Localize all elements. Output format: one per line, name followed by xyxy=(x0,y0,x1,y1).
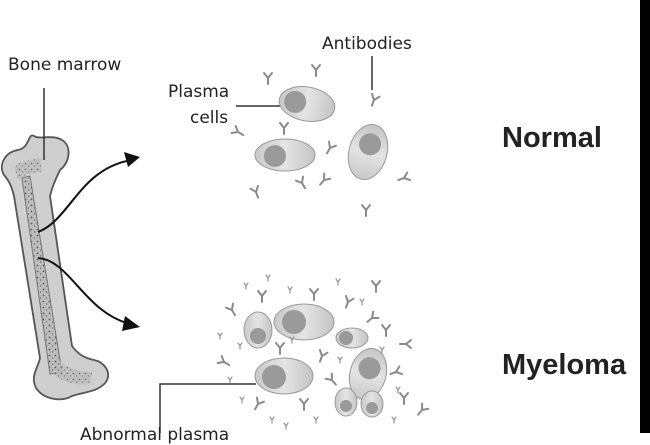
abnormal-plasma-label: Abnormal plasma xyxy=(80,425,230,445)
femur-bone xyxy=(0,134,109,401)
antibodies-label: Antibodies xyxy=(322,34,412,54)
abnormal-leader xyxy=(159,383,256,433)
myeloma-cells xyxy=(243,303,388,418)
bone-marrow-label: Bone marrow xyxy=(8,55,122,75)
myeloma-antibodies xyxy=(216,274,430,430)
plasma-label-line1: Plasma xyxy=(168,82,230,102)
plasma-label-line2: cells xyxy=(190,108,229,128)
arrow-to-myeloma xyxy=(37,257,140,331)
diagram-drawing xyxy=(0,56,430,433)
normal-label: Normal xyxy=(502,122,602,154)
right-edge-bar xyxy=(640,0,650,433)
myeloma-label: Myeloma xyxy=(502,349,627,381)
normal-plasma-cells xyxy=(254,86,389,180)
arrow-to-normal xyxy=(37,152,140,233)
